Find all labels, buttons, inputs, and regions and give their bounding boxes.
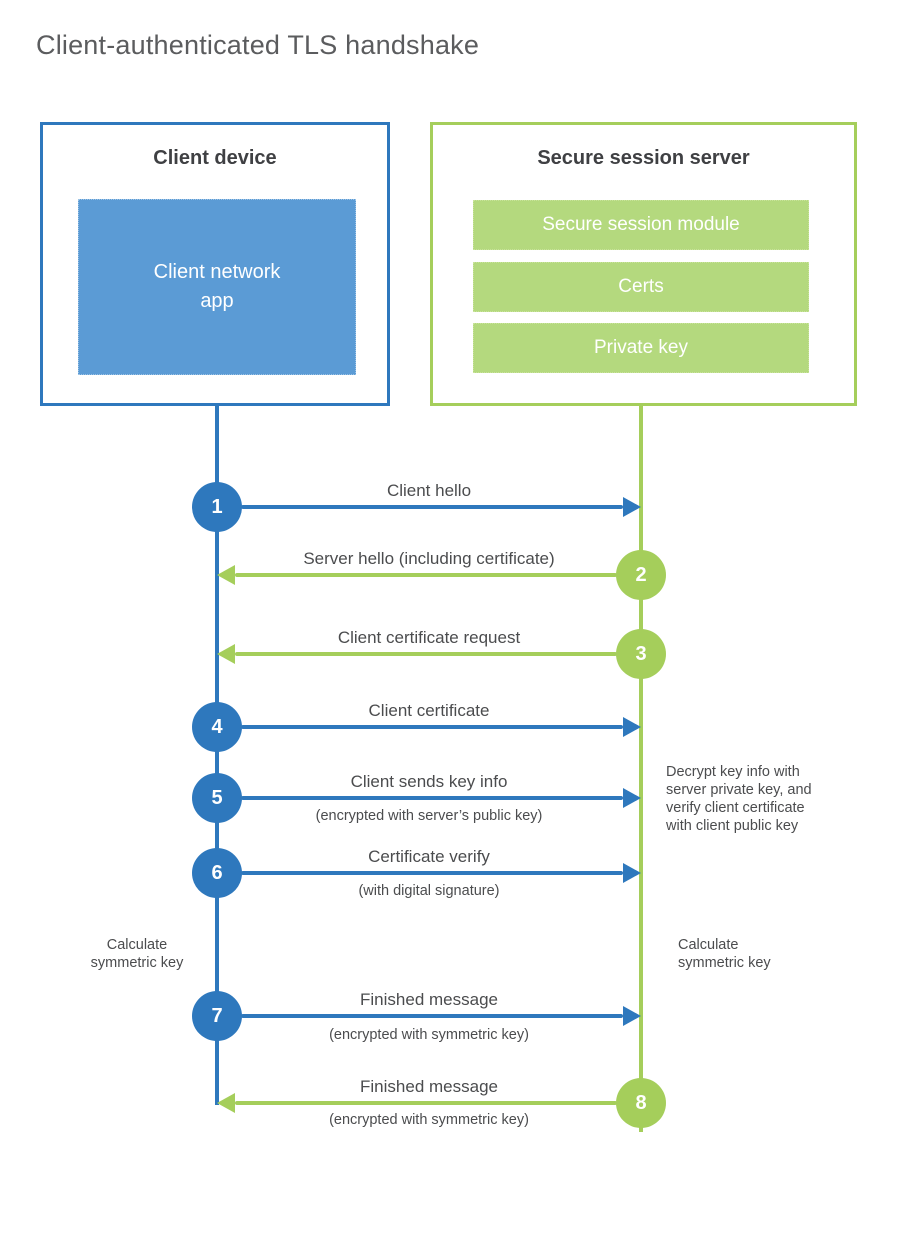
step-label: Finished message xyxy=(360,990,498,1009)
server-module-label: Certs xyxy=(618,276,664,297)
step-number-circle: 8 xyxy=(616,1078,666,1128)
secure-session-server-box: Secure session server Secure session mod… xyxy=(430,122,857,406)
note-calculate-symmetric-key-server: Calculate symmetric key xyxy=(678,937,771,971)
step-number-circle: 2 xyxy=(616,550,666,600)
arrow-line-right xyxy=(241,505,623,509)
step-label: Finished message xyxy=(360,1077,498,1096)
server-lifeline xyxy=(639,406,643,1132)
client-device-title: Client device xyxy=(153,147,277,169)
arrowhead-right-icon xyxy=(623,1006,641,1026)
step-label: Client hello xyxy=(386,481,472,500)
server-module-private-key: Private key xyxy=(473,323,809,373)
arrow-line-left xyxy=(235,573,617,577)
step-number-circle: 5 xyxy=(192,773,242,823)
arrow-line-left xyxy=(235,652,617,656)
arrow-line-right xyxy=(241,725,623,729)
arrowhead-left-icon xyxy=(217,644,235,664)
arrowhead-right-icon xyxy=(623,863,641,883)
arrowhead-left-icon xyxy=(217,1093,235,1113)
step-number-circle: 1 xyxy=(192,482,242,532)
server-module-label: Private key xyxy=(594,337,688,358)
arrow-line-right xyxy=(241,796,623,800)
step-sublabel: (encrypted with symmetric key) xyxy=(329,1027,529,1043)
client-lifeline xyxy=(215,406,219,1105)
step-number-circle: 7 xyxy=(192,991,242,1041)
step-sublabel: (encrypted with symmetric key) xyxy=(329,1112,529,1128)
note-calculate-symmetric-key-client: Calculate symmetric key xyxy=(90,937,184,971)
arrow-line-right xyxy=(241,871,623,875)
client-network-app-box: Client network app xyxy=(78,199,356,375)
step-number-circle: 4 xyxy=(192,702,242,752)
arrowhead-right-icon xyxy=(623,497,641,517)
step-sublabel: (encrypted with server’s public key) xyxy=(315,808,543,824)
arrow-line-right xyxy=(241,1014,623,1018)
server-module-label: Secure session module xyxy=(542,214,740,235)
step-number-circle: 3 xyxy=(616,629,666,679)
arrow-line-left xyxy=(235,1101,617,1105)
secure-session-server-title: Secure session server xyxy=(537,147,750,169)
note-decrypt-key-info: Decrypt key info with server private key… xyxy=(666,764,812,834)
diagram-title: Client-authenticated TLS handshake xyxy=(36,30,480,60)
step-label: Client sends key info xyxy=(350,772,508,791)
step-label: Certificate verify xyxy=(368,847,490,866)
arrowhead-right-icon xyxy=(623,788,641,808)
step-number-circle: 6 xyxy=(192,848,242,898)
client-network-app-label: Client network app xyxy=(153,261,281,312)
server-module-certs: Certs xyxy=(473,262,809,312)
arrowhead-right-icon xyxy=(623,717,641,737)
step-sublabel: (with digital signature) xyxy=(358,883,500,899)
step-label: Server hello (including certificate) xyxy=(303,549,555,568)
step-label: Client certificate request xyxy=(337,628,521,647)
arrowhead-left-icon xyxy=(217,565,235,585)
client-device-box: Client device Client network app xyxy=(40,122,390,406)
server-module-secure-session: Secure session module xyxy=(473,200,809,250)
step-label: Client certificate xyxy=(368,701,490,720)
